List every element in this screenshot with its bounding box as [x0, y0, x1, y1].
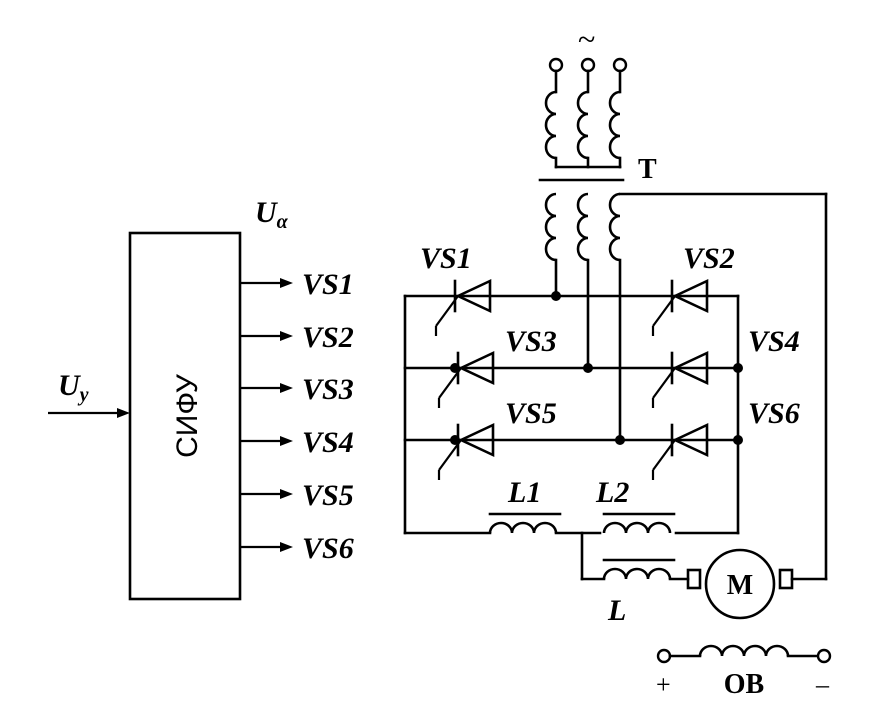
- field-terminal-plus: [656, 648, 672, 664]
- primary-winding-c: [608, 90, 621, 160]
- field-plus-label: +: [656, 670, 671, 699]
- sifu-label: СИФУ: [171, 373, 204, 458]
- sync-voltage-label: Uα: [255, 196, 289, 233]
- thyristor-vs6: [651, 422, 709, 480]
- supply-terminal-b: [580, 57, 596, 73]
- thyristor-label-vs1: VS1: [420, 242, 472, 275]
- supply-terminal-a: [548, 57, 564, 73]
- thyristor-vs4: [651, 350, 709, 408]
- thyristor-vs3: [437, 350, 495, 408]
- output-label-vs4: VS4: [302, 426, 354, 459]
- thyristor-vs5: [437, 422, 495, 480]
- output-label-vs5: VS5: [302, 479, 354, 512]
- output-arrow-vs1: [240, 278, 293, 288]
- sifu-block: [128, 231, 242, 601]
- thyristor-label-vs3: VS3: [505, 325, 557, 358]
- thyristor-label-vs5: VS5: [505, 397, 557, 430]
- secondary-winding-b: [576, 192, 589, 262]
- reactor-l2-label: L2: [595, 476, 629, 509]
- output-arrow-vs6: [240, 542, 293, 552]
- control-system: СИФУ Uу Uα VS1 VS2 VS3 VS4 VS5 VS6: [48, 196, 354, 601]
- field-terminal-minus: [816, 648, 832, 664]
- output-label-vs3: VS3: [302, 373, 354, 406]
- reactor-l: [602, 558, 690, 581]
- reactor-l1-label: L1: [507, 476, 541, 509]
- transformer-label: Т: [638, 154, 657, 185]
- control-input-arrow: [48, 408, 130, 418]
- transformer: ~ Т: [538, 21, 828, 262]
- output-arrow-vs4: [240, 436, 293, 446]
- output-label-vs6: VS6: [302, 532, 354, 565]
- bridge-wiring: [403, 258, 743, 535]
- reactor-l1: [488, 512, 602, 535]
- control-input-label: Uу: [58, 369, 89, 406]
- secondary-winding-c: [608, 192, 621, 262]
- motor-label: М: [727, 570, 753, 601]
- supply-terminal-c: [612, 57, 628, 73]
- thyristor-label-vs6: VS6: [748, 397, 800, 430]
- output-label-vs1: VS1: [302, 268, 354, 301]
- output-arrow-vs3: [240, 383, 293, 393]
- output-label-vs2: VS2: [302, 321, 354, 354]
- field-winding-label: ОВ: [724, 669, 764, 700]
- thyristor-vs2: [651, 278, 709, 336]
- field-winding: + ОВ –: [656, 644, 832, 700]
- secondary-winding-a: [544, 192, 557, 262]
- reactor-l2: [602, 512, 676, 534]
- primary-winding-b: [576, 90, 589, 160]
- thyristor-label-vs4: VS4: [748, 325, 800, 358]
- output-arrow-vs2: [240, 331, 293, 341]
- motor: М: [686, 192, 828, 620]
- output-arrow-vs5: [240, 489, 293, 499]
- thyristor-vs1: [434, 278, 492, 336]
- primary-winding-a: [544, 90, 557, 160]
- ac-symbol: ~: [578, 21, 595, 57]
- field-minus-label: –: [815, 670, 830, 699]
- thyristor-label-vs2: VS2: [683, 242, 735, 275]
- reactor-l-label: L: [607, 594, 626, 627]
